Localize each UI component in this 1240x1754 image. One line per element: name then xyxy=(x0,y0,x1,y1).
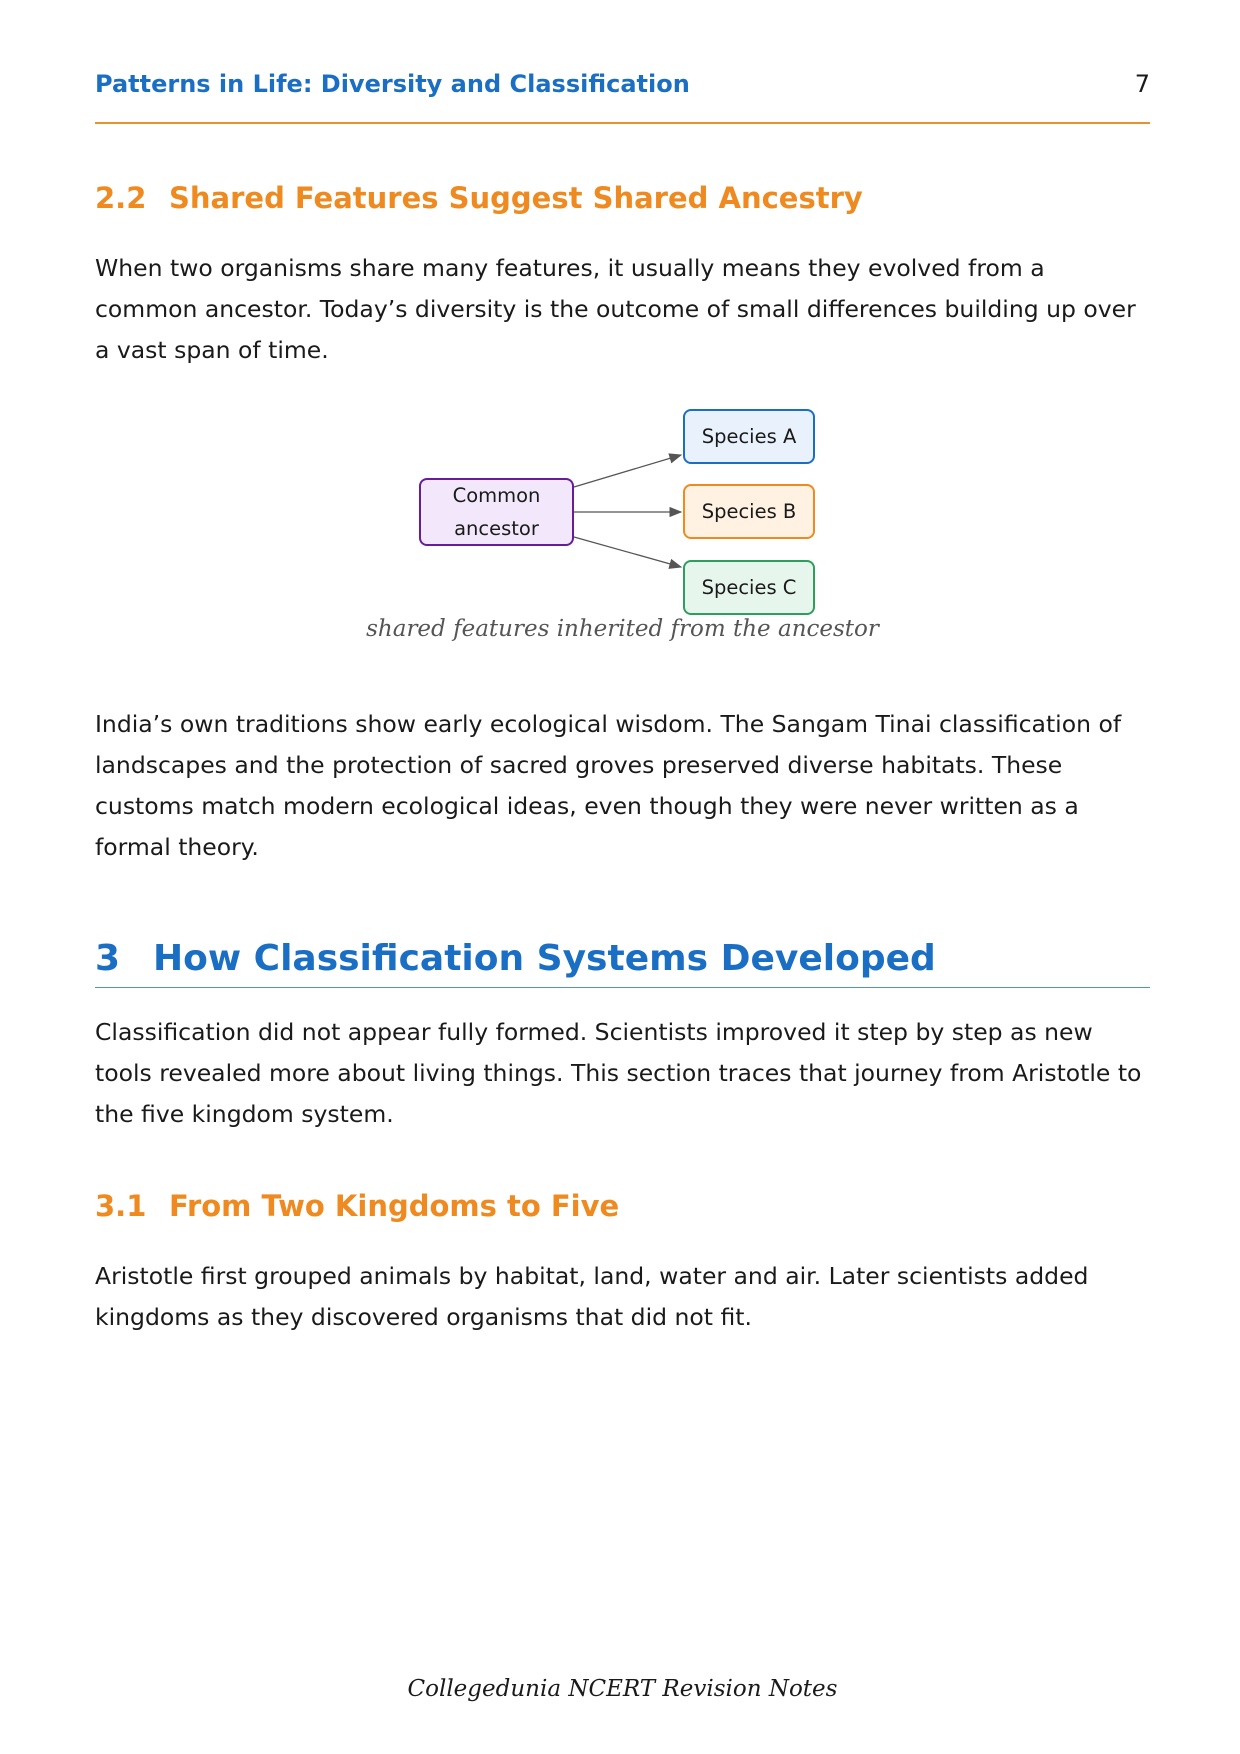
running-title: Patterns in Life: Diversity and Classifi… xyxy=(95,70,690,98)
section-number: 3 xyxy=(95,938,121,979)
node-common-ancestor: Common ancestor xyxy=(419,478,574,546)
page-number: 7 xyxy=(1134,70,1150,98)
subsection-title: From Two Kingdoms to Five xyxy=(169,1189,620,1223)
edge-to-species-a xyxy=(573,453,683,488)
subsection-number: 2.2 xyxy=(95,181,147,215)
ancestor-label-line2: ancestor xyxy=(454,517,539,540)
diagram-edges xyxy=(573,453,683,569)
paragraph-classification-history: Classification did not appear fully form… xyxy=(95,1018,1142,1128)
section-title: How Classification Systems Developed xyxy=(153,938,936,979)
edge-to-species-c xyxy=(573,536,683,569)
subsection-number: 3.1 xyxy=(95,1189,147,1223)
ancestor-label-line1: Common xyxy=(452,484,541,507)
running-header: Patterns in Life: Diversity and Classifi… xyxy=(95,68,1150,124)
paragraph-two-to-five-kingdoms: Aristotle first grouped animals by habit… xyxy=(95,1262,1089,1331)
section-heading-3: 3 How Classification Systems Developed xyxy=(95,938,1150,988)
node-species-c: Species C xyxy=(683,560,815,615)
ancestry-diagram: Common ancestor Species A Species B Spec… xyxy=(95,400,1150,660)
paragraph-india-traditions: India’s own traditions show early ecolog… xyxy=(95,710,1122,861)
subsection-title: Shared Features Suggest Shared Ancestry xyxy=(169,181,863,215)
subsection-heading-2-2: 2.2 Shared Features Suggest Shared Ancest… xyxy=(95,181,863,215)
running-footer: Collegedunia NCERT Revision Notes xyxy=(407,1676,838,1702)
subsection-heading-3-1: 3.1 From Two Kingdoms to Five xyxy=(95,1189,619,1223)
node-species-a: Species A xyxy=(683,409,815,464)
node-species-b: Species B xyxy=(683,484,815,539)
figure-caption: shared features inherited from the ances… xyxy=(366,616,879,642)
paragraph-shared-ancestry: When two organisms share many features, … xyxy=(95,254,1136,364)
page: Patterns in Life: Diversity and Classifi… xyxy=(95,0,1150,1754)
